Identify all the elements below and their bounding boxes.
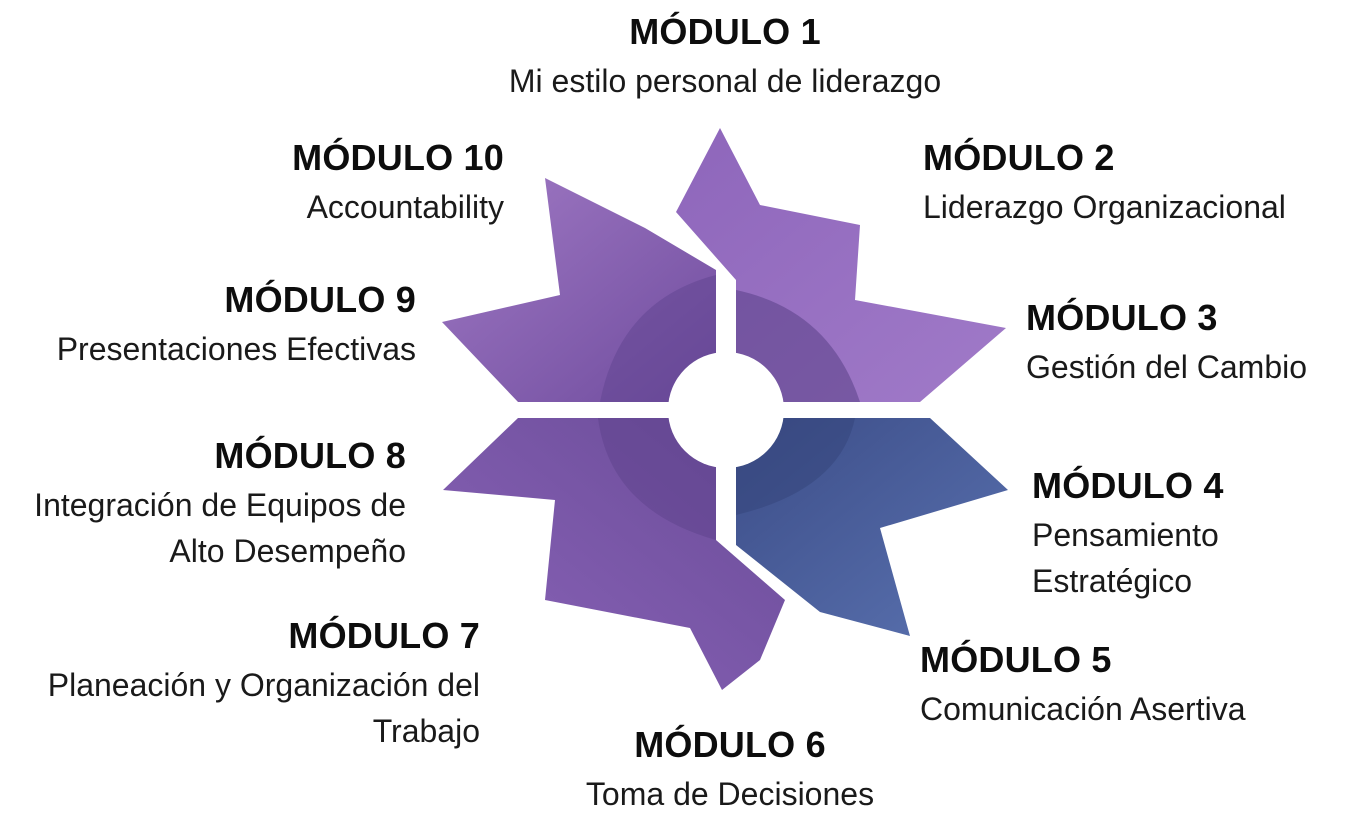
module-1-number: MÓDULO 1 — [629, 11, 821, 52]
module-4-label: MÓDULO 4 Pensamiento Estratégico — [1032, 468, 1272, 604]
module-4-number: MÓDULO 4 — [1032, 465, 1224, 506]
module-9-label: MÓDULO 9 Presentaciones Efectivas — [57, 282, 416, 372]
module-10-label: MÓDULO 10 Accountability — [292, 140, 504, 230]
module-8-name: Integración de Equipos de Alto Desempeño — [34, 487, 406, 569]
module-5-number: MÓDULO 5 — [920, 639, 1112, 680]
module-10-name: Accountability — [306, 189, 504, 225]
module-6-number: MÓDULO 6 — [634, 724, 826, 765]
module-2-label: MÓDULO 2 Liderazgo Organizacional — [923, 140, 1286, 230]
module-1-name: Mi estilo personal de liderazgo — [508, 63, 942, 99]
module-2-name: Liderazgo Organizacional — [923, 189, 1286, 225]
module-3-name: Gestión del Cambio — [1026, 349, 1308, 385]
module-8-number: MÓDULO 8 — [214, 435, 406, 476]
module-7-number: MÓDULO 7 — [288, 615, 480, 656]
center-hole — [668, 352, 784, 468]
module-8-label: MÓDULO 8 Integración de Equipos de Alto … — [16, 438, 406, 574]
module-3-number: MÓDULO 3 — [1026, 297, 1218, 338]
module-6-label: MÓDULO 6 Toma de Decisiones — [480, 727, 980, 817]
module-4-name: Pensamiento Estratégico — [1032, 517, 1219, 599]
module-10-number: MÓDULO 10 — [292, 137, 504, 178]
module-7-label: MÓDULO 7 Planeación y Organización del T… — [40, 618, 480, 754]
module-3-label: MÓDULO 3 Gestión del Cambio — [1026, 300, 1307, 390]
module-9-number: MÓDULO 9 — [224, 279, 416, 320]
module-7-name: Planeación y Organización del Trabajo — [47, 667, 480, 749]
module-6-name: Toma de Decisiones — [585, 776, 875, 812]
module-1-label: MÓDULO 1 Mi estilo personal de liderazgo — [425, 14, 1025, 104]
module-5-label: MÓDULO 5 Comunicación Asertiva — [920, 642, 1245, 732]
module-2-number: MÓDULO 2 — [923, 137, 1115, 178]
module-9-name: Presentaciones Efectivas — [56, 331, 416, 367]
module-5-name: Comunicación Asertiva — [920, 691, 1246, 727]
